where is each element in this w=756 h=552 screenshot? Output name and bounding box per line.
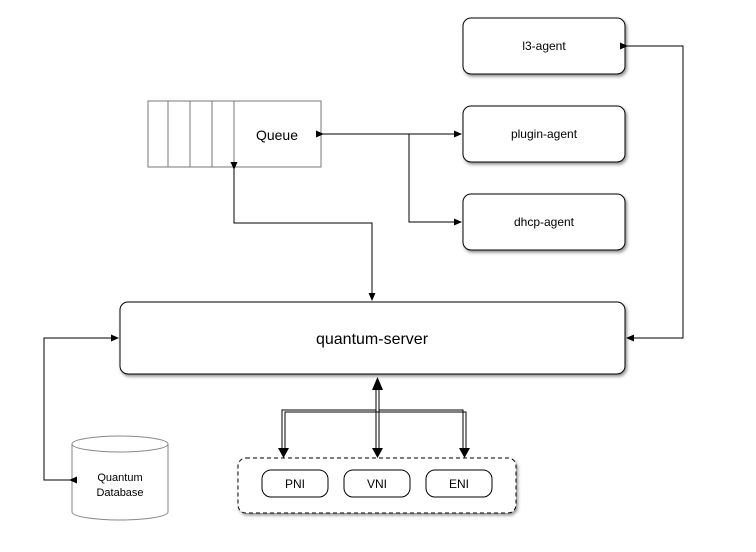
quantum-database-node: Quantum Database bbox=[71, 435, 169, 521]
vni-node: VNI bbox=[343, 469, 411, 498]
database-server-connector bbox=[43, 334, 119, 484]
l3-agent-label: l3-agent bbox=[522, 39, 566, 53]
queue-dhcp-agent-connector bbox=[408, 134, 462, 226]
eni-label: ENI bbox=[449, 477, 469, 491]
l3-agent-node: l3-agent bbox=[462, 17, 626, 75]
dhcp-agent-node: dhcp-agent bbox=[462, 193, 626, 251]
pni-node: PNI bbox=[261, 469, 329, 498]
quantum-server-node: quantum-server bbox=[119, 301, 626, 375]
plugin-agent-label: plugin-agent bbox=[511, 127, 578, 141]
quantum-server-label: quantum-server bbox=[316, 331, 429, 348]
queue-node: Queue bbox=[147, 100, 322, 168]
plugin-agent-node: plugin-agent bbox=[462, 105, 626, 163]
l3-agent-server-connector bbox=[620, 42, 684, 342]
pni-label: PNI bbox=[285, 477, 305, 491]
queue-server-connector bbox=[230, 162, 376, 301]
eni-node: ENI bbox=[425, 469, 493, 498]
interface-group: PNI VNI ENI bbox=[237, 457, 517, 514]
server-interfaces-connector bbox=[278, 377, 470, 458]
dhcp-agent-label: dhcp-agent bbox=[514, 215, 575, 229]
quantum-database-label-line1: Quantum bbox=[97, 472, 142, 484]
quantum-database-label-line2: Database bbox=[96, 487, 143, 499]
queue-label: Queue bbox=[256, 127, 298, 143]
vni-label: VNI bbox=[367, 477, 387, 491]
